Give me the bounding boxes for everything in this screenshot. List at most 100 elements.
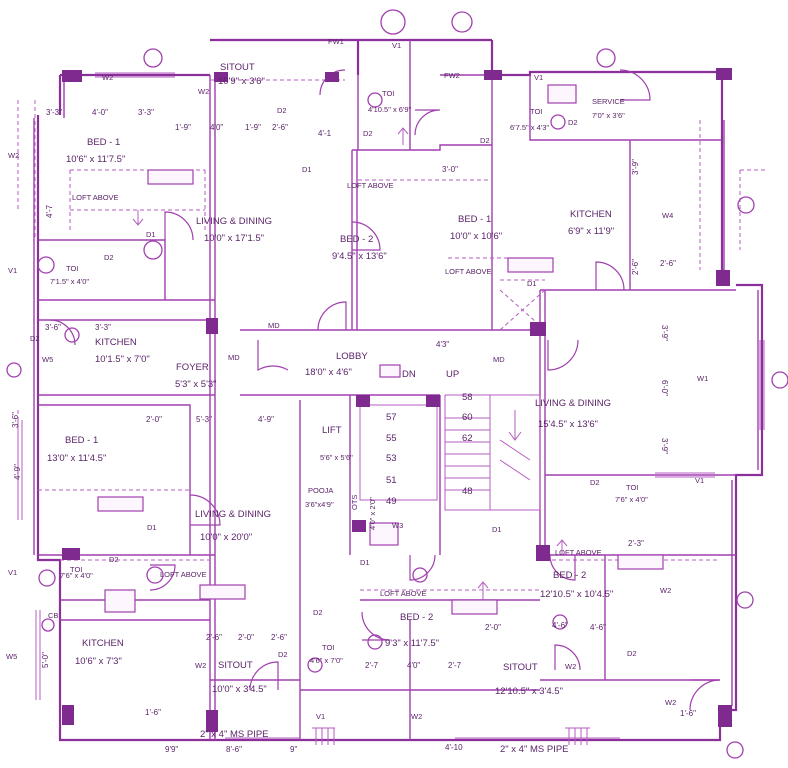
tag-d1: D1 [492,525,502,534]
tag-w2: W2 [665,698,676,707]
room-name-kitchen-b: KITCHEN [95,337,137,348]
room-size-lift: 5'6" x 5'6" [320,453,353,462]
room-size-sitout-a: 10'9" x 3'6" [218,76,265,87]
dimension: 2'-0" [485,623,501,632]
dimension: 9'9" [165,745,178,754]
tag-w2: W2 [8,151,19,160]
tag-loft: LOFT ABOVE [347,181,394,190]
room-size-toi-a: 4'10.5" x 6'9" [368,105,412,114]
room-size-bed1-a: 10'6" x 11'7.5" [66,154,125,165]
tag-loft: LOFT ABOVE [72,193,119,202]
room-name-toi-f: TOI [322,643,334,652]
tag-v1: V1 [392,41,401,50]
room-size-toi-d: 7'6" x 4'0" [60,571,93,580]
dimension: 3'-9" [660,438,669,454]
room-size-pooja: 3'6"x4'9" [305,500,334,509]
tag-w4: W4 [662,211,673,220]
dimension: 3'-0" [442,165,458,174]
tag-d2: D2 [313,608,323,617]
tag-loft: LOFT ABOVE [555,548,602,557]
room-name-living-a: LIVING & DINING [196,216,272,227]
tag-d1: D1 [302,165,312,174]
room-size-bed1-c: 13'0" x 11'4.5" [47,453,106,464]
room-size-lobby: 18'0" x 4'6" [305,367,352,378]
room-name-service: SERVICE [592,97,625,106]
room-size-living-b: 15'4.5" x 13'6" [538,419,598,430]
dimension-labels: 4'-0" 3'-3" 1'-9" 4'0" 1'-9" 2'-6" 4'-1 … [11,108,696,754]
dimension: 4'-9" [258,415,274,424]
fixtures [6,9,788,759]
tag-d2: D2 [363,129,373,138]
room-size-ots: 4'0" x 2'0" [368,497,377,530]
room-name-toi-b: TOI [530,107,542,116]
room-name-sitout-a: SITOUT [220,62,255,73]
room-name-bed1-c: BED - 1 [65,435,98,446]
dimension: 2'-6" [272,123,288,132]
stair-step: 55 [386,433,397,444]
tag-w1: W1 [697,374,708,383]
dimension: 4'-10 [445,743,463,752]
room-size-toi-f: 4'6" x 7'0" [310,656,343,665]
tag-w2: W2 [102,73,113,82]
room-name-bed1-a: BED - 1 [87,137,120,148]
dimension: 1'-9" [175,123,191,132]
tag-d2: D2 [104,253,114,262]
dimension: 2'-6" [271,633,287,642]
tag-w5: W5 [42,355,53,364]
dimension: 4'3" [436,340,449,349]
room-size-living-a: 10'0" x 17'1.5" [204,233,264,244]
room-name-kitchen-c: KITCHEN [82,638,124,649]
tag-v1: V1 [8,266,17,275]
dimension: 3'-3" [46,108,62,117]
tag-w2: W2 [565,662,576,671]
room-name-bed2-c: BED - 2 [400,612,433,623]
tag-d1: D1 [146,230,156,239]
dimension: 2'-0" [238,633,254,642]
room-size-kitchen-b: 10'1.5" x 7'0" [95,354,150,365]
dimension: 4'-6" [590,623,606,632]
room-name-living-c: LIVING & DINING [195,509,271,520]
room-name-toi-d: TOI [70,565,82,574]
dimension: 3'-9" [631,159,640,175]
tag-v1: V1 [8,568,17,577]
dimension: 1'-9" [245,123,261,132]
room-size-bed2-a: 9'4.5" x 13'6" [332,251,387,262]
dimension: 2'-7 [365,661,379,670]
room-name-sitout-b: SITOUT [218,660,253,671]
tag-d2: D2 [109,555,119,564]
dimension: 3'-3" [95,323,111,332]
room-size-living-c: 10'0" x 20'0" [200,532,252,543]
stair-step: 48 [462,486,473,497]
room-size-foyer: 5'3" x 5'3" [175,379,217,390]
stair-step: 58 [462,392,473,403]
dimension: 4'-7 [45,204,54,218]
tag-up: UP [446,369,459,380]
tag-loft: LOFT ABOVE [380,589,427,598]
room-name-lift: LIFT [322,425,342,436]
tag-d1: D1 [147,523,157,532]
tag-w2: W2 [195,661,206,670]
door-swings [49,69,721,711]
room-name-bed2-a: BED - 2 [340,234,373,245]
tag-fw2: FW2 [444,71,460,80]
dimension: 4'-9" [13,464,22,480]
tag-w2: W2 [198,87,209,96]
tag-d1: D1 [527,279,537,288]
dimension: 1'-6" [145,708,161,717]
tag-w2: W2 [411,712,422,721]
room-name-bed1-b: BED - 1 [458,214,491,225]
dimension: 2'-0" [146,415,162,424]
stair-step: 53 [386,453,397,464]
room-name-pooja: POOJA [308,486,333,495]
tag-d2: D2 [278,650,288,659]
tag-cb: CB [48,611,58,620]
room-name-sitout-c: SITOUT [503,662,538,673]
dimension: 1'-6" [680,709,696,718]
room-size-toi-e: 7'6" x 4'0" [615,495,648,504]
dimension: 2'-6" [631,259,640,275]
tag-dn: DN [402,369,416,380]
room-name-toi-a: TOI [382,89,394,98]
pipe-notes: 2" x 4" MS PIPE 2" x 4" MS PIPE [200,729,569,755]
dimension: 3'-9" [660,325,669,341]
